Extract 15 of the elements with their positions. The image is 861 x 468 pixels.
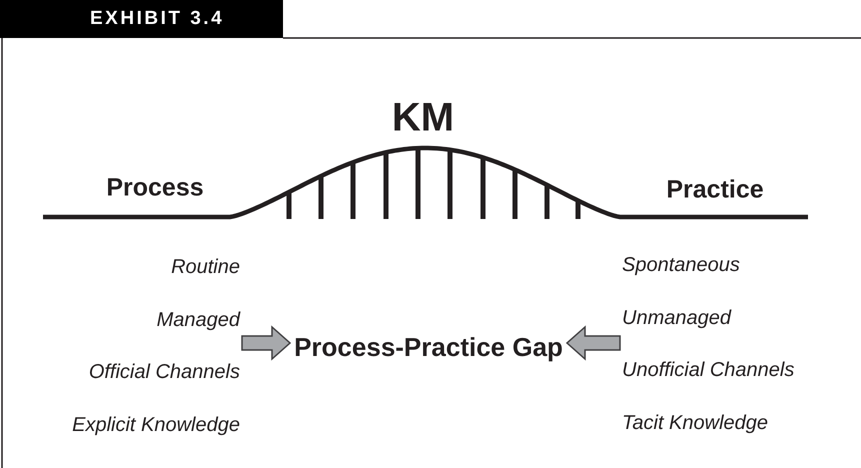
side-label: Practice [666, 176, 764, 204]
block-arrow [241, 325, 292, 361]
term-text: Managed [156, 308, 240, 332]
block-arrow [566, 325, 621, 361]
term-text: Official Channels [88, 360, 240, 384]
term-text: Unmanaged [622, 306, 732, 330]
heading-label: KM [392, 96, 454, 140]
term-text: Unofficial Channels [622, 358, 796, 382]
gap-label: Process-Practice Gap [294, 331, 563, 364]
term-text: Spontaneous [622, 253, 741, 277]
term-text: Routine [170, 255, 240, 279]
side-label: Process [106, 174, 204, 202]
exhibit-title: EXHIBIT 3.4 [0, 0, 283, 38]
term-text: Tacit Knowledge [622, 410, 770, 435]
term-text: Explicit Knowledge [71, 412, 240, 437]
